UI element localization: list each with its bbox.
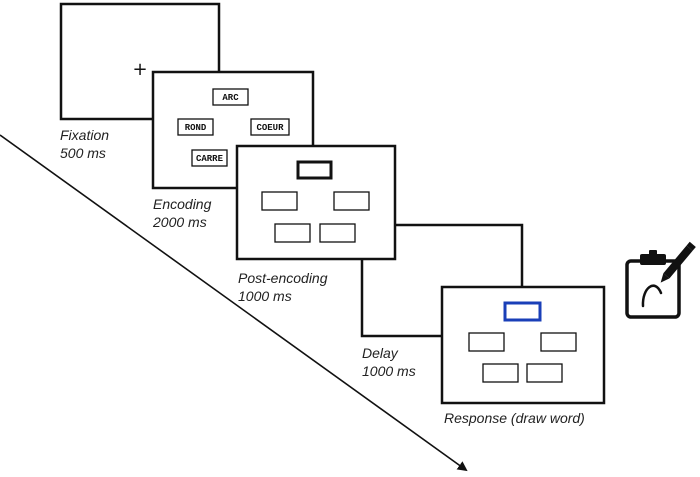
delay-duration: 1000 ms	[362, 363, 416, 379]
empty-box-bottom-left	[274, 223, 311, 243]
empty-box-bottom-right	[319, 223, 356, 243]
word-box-bottom	[191, 149, 228, 167]
delay-label: Delay	[362, 345, 399, 361]
word-box-left	[177, 118, 214, 136]
cue-box-response	[503, 301, 542, 322]
post-encoding-duration: 1000 ms	[238, 288, 292, 304]
fixation-cross: +	[132, 59, 147, 80]
delay-connector-lower	[360, 259, 442, 338]
response-box-bottom-left	[482, 363, 519, 383]
post-encoding-screen	[235, 144, 397, 261]
encoding-label: Encoding	[153, 196, 212, 212]
response-box-bottom-right	[526, 363, 563, 383]
word-box-top	[212, 88, 249, 106]
fixation-duration: 500 ms	[60, 145, 106, 161]
response-box-left	[468, 332, 505, 352]
response-label: Response (draw word)	[444, 410, 585, 426]
time-arrow	[0, 134, 468, 472]
word-bottom: CARRE	[196, 154, 224, 164]
fixation-label: Fixation	[60, 127, 109, 143]
word-right: COEUR	[256, 123, 284, 133]
cue-box	[296, 160, 333, 180]
clipboard-pencil-icon	[625, 241, 696, 319]
word-left: ROND	[185, 123, 207, 133]
empty-box-right	[333, 191, 370, 211]
empty-box-left	[261, 191, 298, 211]
post-encoding-label: Post-encoding	[238, 270, 328, 286]
encoding-duration: 2000 ms	[152, 214, 207, 230]
response-screen	[440, 285, 606, 405]
delay-connector	[395, 223, 524, 287]
word-box-right	[250, 118, 290, 136]
response-box-right	[540, 332, 577, 352]
word-top: ARC	[222, 93, 239, 103]
